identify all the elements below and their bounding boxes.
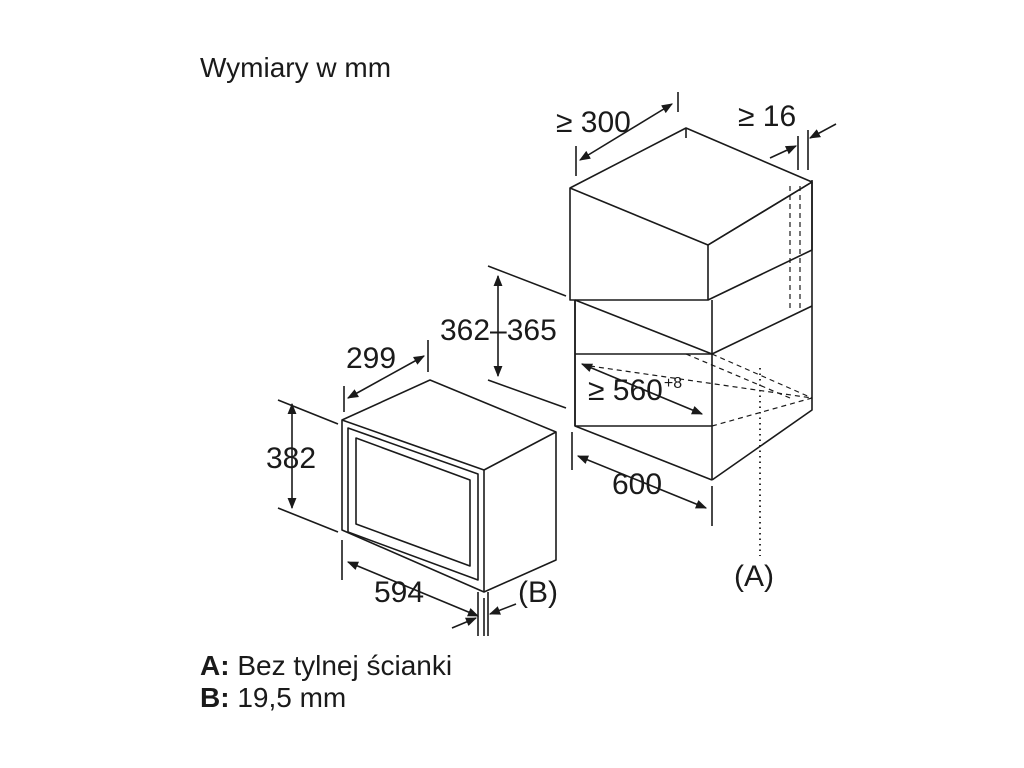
dimension-frame-thickness: [451, 592, 517, 636]
legend-key-a: A:: [200, 650, 230, 681]
label-dev-depth: 299: [346, 342, 397, 375]
microwave-body: [341, 379, 557, 593]
legend-key-b: B:: [200, 682, 230, 713]
label-cab-depth: ≥ 300: [556, 106, 631, 139]
label-dev-height: 382: [266, 442, 317, 475]
dimension-cab-depth: [575, 92, 679, 176]
label-niche-width: ≥ 560+8: [588, 376, 682, 406]
dimension-niche-width: [580, 363, 704, 415]
marker-a: (A): [734, 560, 774, 593]
legend-text-a: Bez tylnej ścianki: [237, 650, 453, 681]
legend-text-b: 19,5 mm: [237, 682, 347, 713]
label-cab-gap: ≥ 16: [738, 100, 797, 133]
label-dev-width: 594: [374, 576, 425, 609]
upper-cabinet: [569, 127, 813, 301]
label-niche-height: 362–365: [440, 314, 557, 347]
diagram-title: Wymiary w mm: [200, 52, 392, 83]
legend-row-b: B: 19,5 mm: [200, 684, 346, 712]
dimension-dev-width: [341, 540, 485, 636]
dimension-niche-height: [487, 265, 567, 409]
marker-b: (B): [518, 576, 558, 609]
dimension-dev-height: [277, 399, 339, 533]
dimension-dev-depth: [343, 340, 429, 412]
niche-width-tolerance: +8: [663, 375, 683, 392]
legend-row-a: A: Bez tylnej ścianki: [200, 652, 452, 680]
dimension-cab-width: [571, 432, 713, 526]
niche-width-value: ≥ 560: [588, 374, 663, 407]
dimension-cab-gap: [769, 123, 837, 170]
label-cab-width: 600: [612, 468, 663, 501]
